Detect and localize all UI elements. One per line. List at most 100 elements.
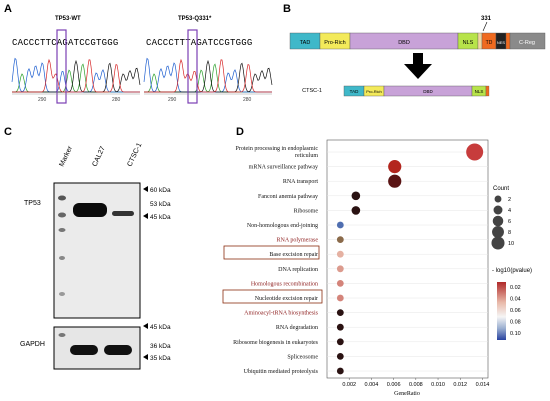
x-tick-label: 0.006 — [387, 382, 401, 388]
mut-chromatogram — [143, 57, 273, 93]
wt-tick-280: 280 — [112, 97, 121, 103]
pvalue-colorbar — [497, 282, 506, 340]
mut-tick-280: 280 — [243, 97, 252, 103]
y-label: Homologous recombination — [251, 281, 318, 287]
mut-sequence: CACCCTTTAGATCCGTGGG — [146, 38, 253, 48]
pvalue-legend: - log10(pvalue) 0.02 0.04 0.06 0.08 0.10 — [492, 268, 532, 340]
domain-nls-label: NLS — [463, 40, 474, 46]
panel-letter-c: C — [4, 126, 12, 138]
y-label: Ubiquitin mediated proteolysis — [244, 369, 319, 375]
size-legend-dot — [492, 226, 504, 238]
gapdh-marker-36: 36 kDa — [150, 343, 171, 350]
y-label: RNA polymerase — [277, 238, 319, 244]
y-label: Spliceosome — [287, 354, 318, 360]
domain-nes-label: NES — [497, 40, 506, 45]
x-tick-label: 0.012 — [453, 382, 467, 388]
size-legend-label: 6 — [508, 219, 511, 225]
tp53-marker-53: 53 kDa — [150, 201, 171, 208]
colorbar-tick: 0.02 — [510, 285, 521, 291]
size-legend-label: 8 — [508, 230, 511, 236]
data-point — [336, 309, 344, 316]
x-tick-label: 0.004 — [365, 382, 379, 388]
x-tick-label: 0.014 — [476, 382, 490, 388]
data-point — [336, 353, 344, 360]
count-legend-title: Count — [493, 186, 509, 192]
x-tick-label: 0.002 — [342, 382, 356, 388]
size-legend-label: 2 — [508, 197, 511, 203]
mut-tick-290: 290 — [168, 97, 177, 103]
colorbar-tick: 0.06 — [510, 308, 521, 314]
y-label: Base excision repair — [269, 252, 318, 258]
y-label: RNA degradation — [276, 325, 318, 331]
mut-highlight-box — [187, 29, 198, 104]
lane-marker: Marker — [58, 145, 74, 168]
lane-cal27: CAL27 — [91, 145, 106, 167]
data-point — [336, 338, 344, 346]
y-label: Fanconi anemia pathway — [258, 194, 318, 200]
size-legend-dot — [491, 236, 505, 250]
size-legend-label: 10 — [508, 241, 514, 247]
colorbar-tick: 0.10 — [510, 331, 521, 337]
tp53-marker-45: 45 kDa — [150, 214, 171, 221]
panel-letter-a: A — [4, 3, 12, 15]
data-point — [466, 143, 484, 161]
mut-title: TP53-Q331* — [178, 16, 212, 22]
data-point — [351, 191, 361, 201]
domain-c-reg-label: C-Reg — [519, 40, 535, 46]
domain-td-label: TD — [486, 40, 493, 46]
data-point — [336, 323, 344, 331]
panel-letter-b: B — [283, 3, 291, 15]
data-point — [351, 206, 361, 215]
y-label: Ribosome — [294, 208, 319, 214]
wt-protein-diagram: TAD Pro-Rich DBD NLS TD NES C-Reg 331 — [289, 16, 546, 50]
gapdh-marker-35: 35 kDa — [150, 355, 171, 362]
size-legend-label: 4 — [508, 208, 511, 214]
size-legend-dot — [494, 195, 502, 203]
gapdh-band-ctsc-1 — [104, 345, 132, 355]
wt-sequence: CACCCTTCAGATCCGTGGG — [12, 38, 119, 48]
data-point — [336, 280, 344, 287]
mutation-position: 331 — [481, 16, 492, 22]
data-point — [336, 250, 344, 258]
y-label: DNA replication — [278, 267, 318, 273]
mut-domain-pro-rich-label: Pro-Rich — [366, 89, 382, 94]
gapdh-band-cal27 — [70, 345, 98, 355]
y-label: Non-homologous end-joining — [247, 223, 318, 229]
colorbar-tick: 0.08 — [510, 320, 521, 326]
plot-frame — [326, 139, 489, 379]
mut-protein-diagram: TAD Pro-Rich DBD NLS — [343, 85, 490, 97]
wt-title: TP53-WT — [55, 16, 81, 22]
y-label: Aminoacyl-tRNA biosynthesis — [244, 311, 318, 317]
count-legend: Count 2 4 6 8 10 — [491, 186, 514, 250]
down-arrow-icon — [404, 53, 432, 79]
domain-c-reg — [509, 32, 546, 50]
y-label: Nucleotide excision repair — [255, 296, 318, 302]
domain-dbd-label: DBD — [398, 40, 410, 46]
y-label: RNA transport — [283, 179, 318, 185]
size-legend-dot — [493, 205, 503, 215]
pvalue-legend-title: - log10(pvalue) — [492, 268, 532, 274]
highlight-box-base-excision — [223, 245, 320, 260]
tp53-band-ctsc-1 — [112, 211, 134, 216]
x-tick-label: 0.010 — [431, 382, 445, 388]
size-legend-dot — [492, 215, 504, 227]
wt-highlight-box — [56, 29, 67, 104]
colorbar-tick: 0.04 — [510, 297, 521, 303]
wt-chromatogram — [11, 57, 141, 93]
data-point — [388, 160, 402, 174]
tp53-marker-60: 60 kDa — [150, 187, 171, 194]
x-axis-label: GeneRatio — [394, 391, 420, 397]
data-point — [336, 265, 344, 273]
panel-letter-d: D — [236, 126, 244, 138]
data-point — [336, 294, 344, 302]
mut-domain-dbd-label: DBD — [423, 89, 433, 94]
western-blot: Marker CAL27 CTSC-1 TP53 GAPDH 60 kDa 53… — [20, 142, 171, 370]
data-point — [336, 221, 344, 229]
wt-tick-290: 290 — [38, 97, 47, 103]
mutant-label: CTSC-1 — [302, 88, 322, 94]
mut-domain-tad-label: TAD — [350, 89, 359, 94]
gapdh-label: GAPDH — [20, 341, 45, 348]
